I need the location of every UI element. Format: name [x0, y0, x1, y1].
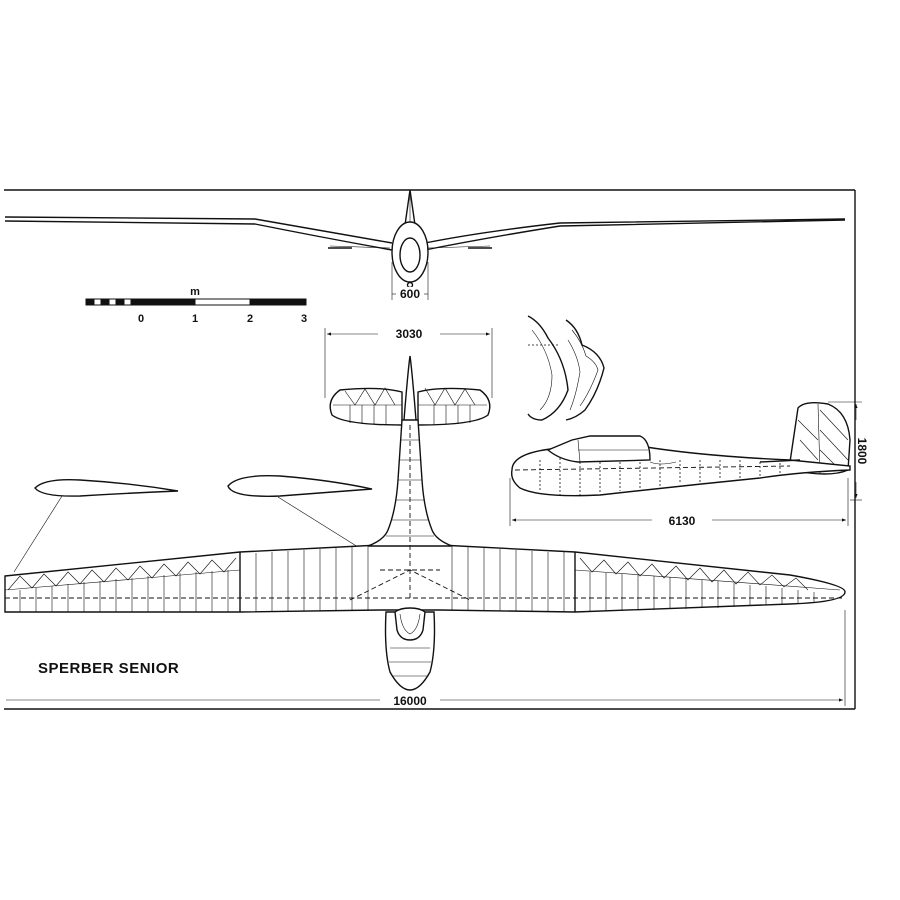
scale-tick-1: 1	[192, 313, 198, 325]
scale-tick-0: 0	[138, 313, 144, 325]
wing-airfoil-section-tip	[13, 478, 179, 573]
dimension-wingspan: 16000	[6, 610, 846, 708]
side-view-fuselage	[510, 401, 851, 497]
plan-view-fuselage	[367, 419, 453, 691]
canopy-detail-sections	[527, 315, 605, 421]
scale-tick-2: 2	[247, 313, 253, 325]
dimension-height: 1800	[828, 401, 869, 501]
dimension-label-6130: 6130	[669, 514, 696, 528]
dimension-label-16000: 16000	[393, 694, 427, 708]
dimension-tailplane-span: 3030	[324, 327, 493, 398]
drawing-frame	[4, 189, 856, 710]
wing-airfoil-section-root	[227, 475, 373, 548]
dimension-label-1800: 1800	[855, 438, 869, 465]
plan-view-wing	[4, 544, 846, 613]
drawing-title: SPERBER SENIOR	[38, 660, 179, 677]
scale-tick-3: 3	[301, 313, 307, 325]
tailplane-plan-view	[329, 355, 491, 426]
dimension-label-600: 600	[400, 287, 420, 301]
scale-bar: m 0 1 2 3	[85, 286, 307, 325]
dimension-length: 6130	[509, 478, 849, 528]
dimension-fuselage-width: 600	[391, 262, 429, 301]
front-view	[4, 189, 846, 289]
scale-unit: m	[190, 286, 200, 298]
dimension-label-3030: 3030	[396, 327, 423, 341]
